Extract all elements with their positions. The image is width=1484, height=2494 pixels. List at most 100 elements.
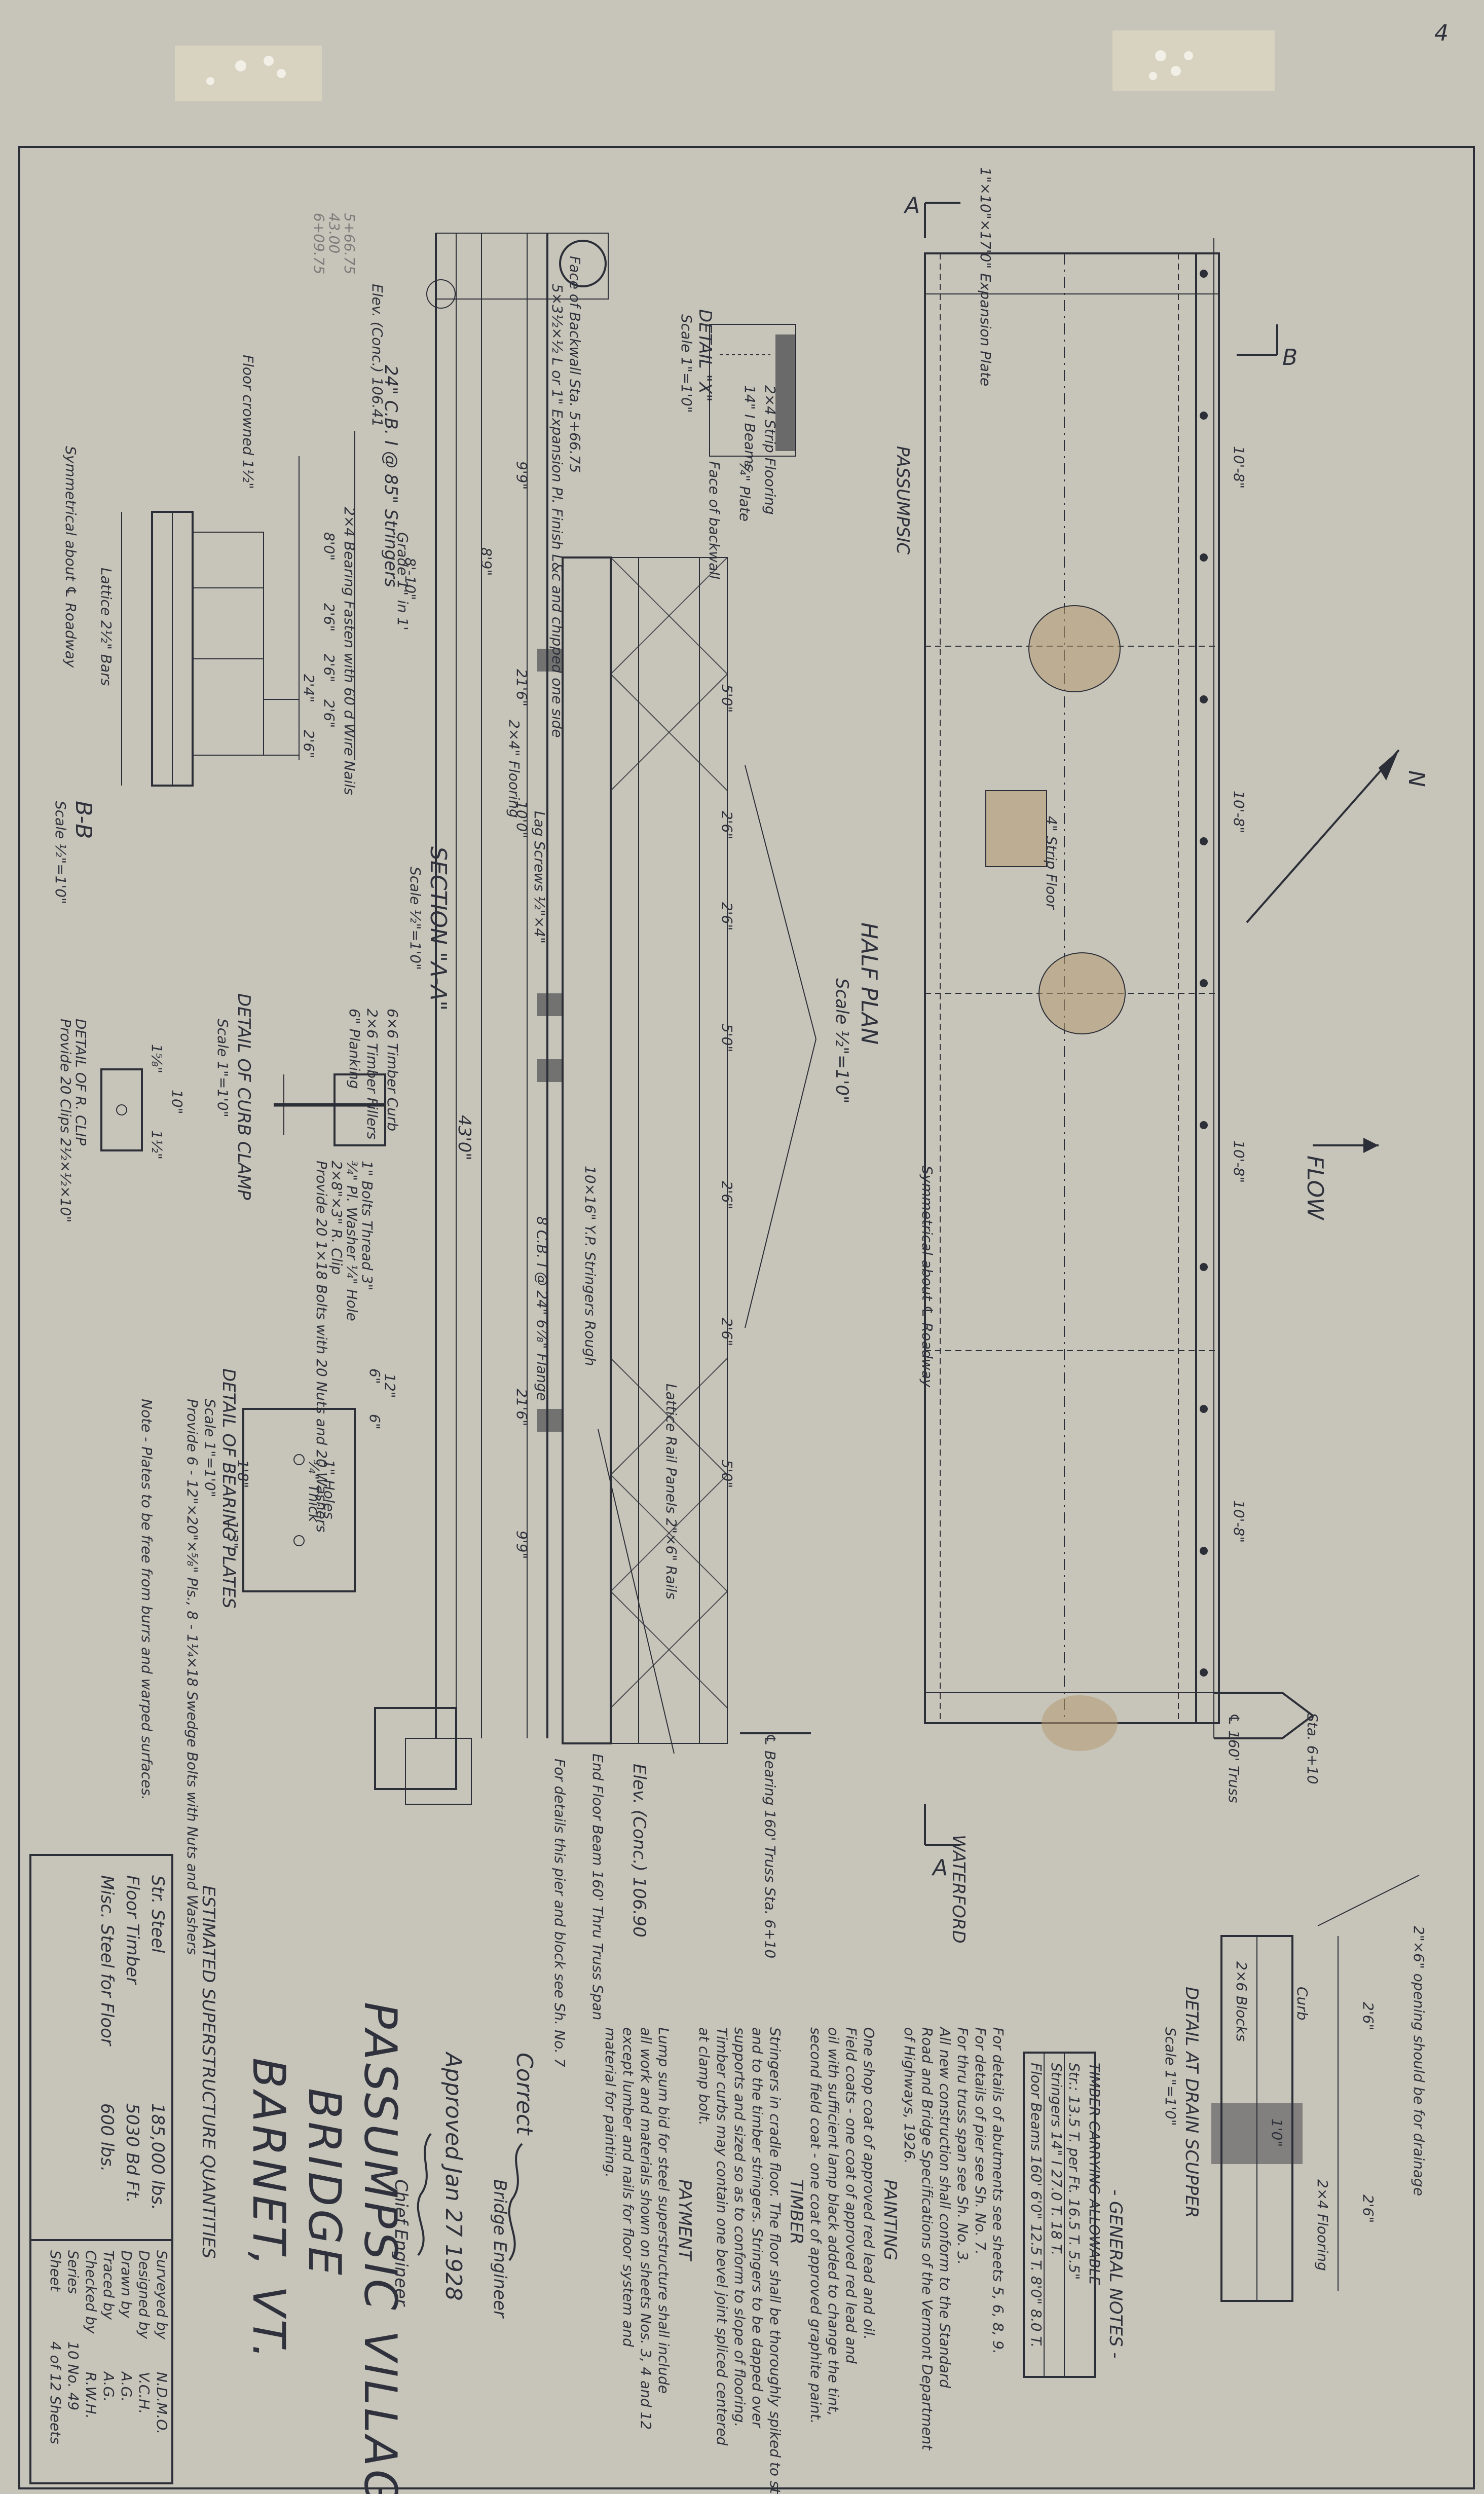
qty-value: 600 lbs.	[97, 2103, 117, 2172]
note-line: Timber curbs may contain one bevel joint…	[714, 2027, 730, 2446]
sec-rail-3: 2'6"	[719, 902, 735, 930]
note-line: For thru truss span see Sh. No. 3.	[954, 2027, 971, 2265]
approval-bridge-engineer: Bridge Engineer	[490, 2179, 510, 2319]
plan-symmetrical: Symmetrical about ℄ Roadway	[919, 1166, 936, 1388]
bp-title: DETAIL OF BEARING PLATES	[218, 1368, 239, 1609]
credit-label: Checked by	[83, 2250, 99, 2334]
drawing-border	[18, 146, 1475, 2489]
sec-rail-1: 5'0"	[719, 684, 735, 713]
project-line-2: BRIDGE	[299, 2088, 351, 2278]
rclip-title: DETAIL OF R. CLIP	[72, 1019, 89, 1145]
plan-panel-4: 10'-8"	[1231, 1500, 1247, 1543]
plan-expansion-plate: 1"×10"×17'0" Expansion Plate	[977, 167, 994, 386]
sec-lattice-rail: Lattice Rail Panels 2"×6" Rails	[663, 1384, 680, 1599]
notes-heading: - GENERAL NOTES -	[1105, 2189, 1126, 2359]
credit-value: N.D.M.O.	[154, 2372, 170, 2434]
curb-bolt-2: ¾" Pl. Washer ¼" Hole	[344, 1161, 360, 1321]
sec-overall: 43'0"	[454, 1115, 474, 1161]
qty-item: Str. Steel	[147, 1875, 168, 1953]
sec-seg-4: 21'6"	[513, 1389, 530, 1426]
note-heading: PAYMENT	[675, 2179, 695, 2261]
qty-item: Misc. Steel for Floor	[97, 1875, 117, 2046]
curb-title: DETAIL OF CURB CLAMP	[234, 993, 254, 1200]
bb-symmetrical: Symmetrical about ℄ Roadway	[62, 446, 79, 668]
tape-right	[1112, 30, 1275, 91]
bearing-plates-drawing	[242, 1408, 356, 1592]
note-heading: PAINTING	[880, 2179, 900, 2260]
scupper-flooring: 2×4 Flooring	[1314, 2179, 1331, 2271]
bb-bearing-note: 2×4 Bearing Fasten with 60 d Wire Nails	[341, 507, 358, 795]
sec-i-beams: 14" I Beams	[741, 385, 758, 471]
drain-scupper-drawing	[1211, 1875, 1420, 2302]
bp-hole: 1" Holes	[321, 1460, 338, 1519]
bb-dim-6: 2'4"	[301, 674, 317, 702]
note-line: One shop coat of approved red lead and o…	[861, 2027, 877, 2340]
plan-flow: FLOW	[1302, 1156, 1328, 1220]
credit-label: Drawn by	[118, 2250, 135, 2319]
plan-strip-floor: 4" Strip Floor	[1043, 816, 1060, 910]
qty-item: Floor Timber	[122, 1875, 142, 1985]
rclip-provide: Provide 20 Clips 2½×½×10"	[57, 1019, 74, 1222]
plan-section-b: B	[1282, 345, 1297, 370]
bb-title: B-B	[70, 801, 96, 839]
plan-scale: Scale ½"=1'0"	[832, 978, 852, 1104]
bb-overall: 8'-10"	[402, 557, 419, 600]
note-line: For details of pier see Sh. No. 7.	[972, 2027, 989, 2255]
credit-label: Traced by	[100, 2250, 117, 2320]
plan-section-a-top: A	[903, 193, 920, 218]
scupper-dim-3: 1'0"	[1269, 2118, 1285, 2147]
corner-mark: 4	[1434, 20, 1449, 46]
credit-label: Surveyed by	[154, 2250, 170, 2339]
load-table-box	[1023, 2052, 1096, 2378]
curb-note-2: 2×6 Timber Fillers	[364, 1009, 381, 1139]
sec-elev-right: Elev. (Conc.) 106.90	[629, 1764, 649, 1938]
detailx-title: DETAIL "X"	[695, 309, 715, 402]
curb-note-1: 6×6 Timber Curb	[384, 1009, 401, 1131]
load-table-row-1: Str.: 13.5 T. per Ft. 16.5 T. 5.5"	[1066, 2063, 1083, 2280]
sec-seg-6: 8'9"	[478, 547, 495, 576]
bp-dim-5: 1'3"	[225, 1520, 241, 1549]
curb-clamp-drawing	[274, 1073, 386, 1146]
note-line: Road and Bridge Specifications of the Ve…	[919, 2027, 936, 2450]
bb-dim-1: 8'0"	[321, 532, 338, 561]
note-line: oil with sufficient lamp black added to …	[825, 2027, 842, 2416]
section-bb-drawing	[121, 431, 436, 787]
credit-value: 10 No. 49	[65, 2341, 82, 2410]
curb-note-3: 6" Planking	[346, 1009, 363, 1089]
curb-scale: Scale 1"=1'0"	[214, 1019, 231, 1118]
tape-left	[175, 46, 322, 101]
approval-chief-engineer: Chief Engineer	[391, 2179, 411, 2307]
bp-dim-3: 6"	[366, 1414, 383, 1430]
bb-dim-2: 2'6"	[321, 603, 338, 631]
detail-x-drawing	[709, 324, 796, 457]
plan-truss: ℄ 160' Truss	[1226, 1713, 1242, 1803]
note-line: material for painting.	[602, 2027, 619, 2178]
general-notes: For details of abutments see sheets 5, 6…	[602, 2026, 1007, 2494]
rclip-dim-1: 10"	[169, 1090, 185, 1114]
sec-backwall: Face of Backwall Sta. 5+66.75	[567, 256, 583, 473]
note-line: supports and sized so as to conform to s…	[731, 2027, 748, 2427]
bp-provide: Provide 6 - 12"×20"×⅝" Pls., 8 - 1¼×18 S…	[184, 1399, 201, 1955]
sec-detail-note: For details this pier and block see Sh. …	[551, 1759, 568, 2067]
credit-label: Sheet	[47, 2250, 64, 2292]
detailx-face: Face of backwall	[706, 461, 723, 579]
bb-lattice: Lattice 2½" Bars	[98, 568, 115, 686]
rclip-dim-2: 1⅝"	[149, 1044, 165, 1073]
note-line: Stringers in cradle floor. The floor sha…	[767, 2027, 784, 2494]
plan-passumpsic: PASSUMPSIC	[893, 446, 913, 554]
note-line: at clamp bolt.	[696, 2027, 713, 2126]
sec-floor-beam: 8 C.B. I @ 24" 6⅞" Flange	[534, 1216, 550, 1401]
sec-seg-1: 9'9"	[513, 461, 530, 490]
sec-seg-5: 9'9"	[513, 1531, 530, 1559]
plan-north: N	[1403, 770, 1429, 787]
note-line: Field coats - one coat of approved red l…	[843, 2027, 860, 2364]
note-line: Lump sum bid for steel superstructure sh…	[655, 2027, 672, 2394]
plan-title: HALF PLAN	[856, 922, 882, 1045]
note-line: all work and materials shown on sheets N…	[638, 2027, 654, 2430]
scupper-dim-2: 2'6"	[1360, 2194, 1377, 2223]
curb-bolt-3: 2×8"×3" R. Clip	[328, 1161, 345, 1275]
plan-station: Sta. 6+10	[1304, 1713, 1321, 1784]
pencil-2: 43.00	[326, 213, 343, 253]
